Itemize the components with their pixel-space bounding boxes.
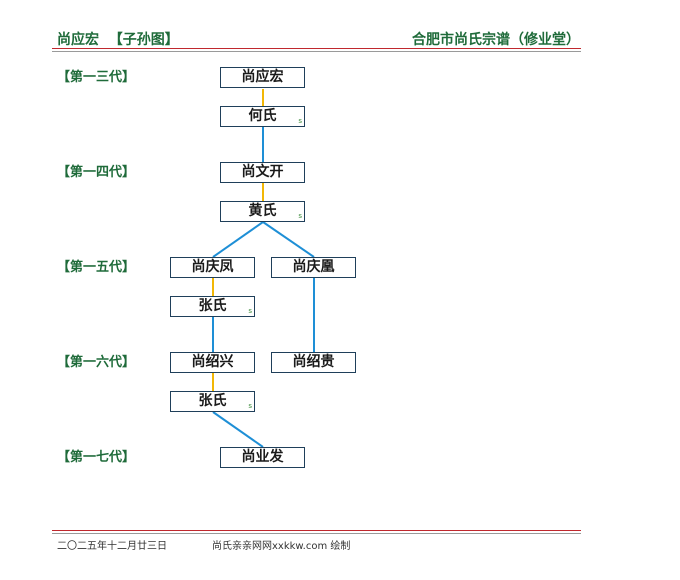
footer-date: 二〇二五年十二月廿三日	[57, 541, 167, 552]
person-box-shang-shaogui[interactable]: 尚绍贵	[271, 352, 356, 373]
person-name: 尚应宏	[241, 69, 284, 85]
footer-credit: 尚氏亲亲网网xxkkw.com 绘制	[212, 541, 351, 552]
spouse-mark: s	[248, 402, 252, 410]
person-name: 尚庆凤	[191, 259, 234, 275]
person-box-shang-qingfeng[interactable]: 尚庆凤	[170, 257, 255, 278]
child-link-p4-p5	[212, 221, 264, 258]
person-box-shang-yefa[interactable]: 尚业发	[220, 447, 305, 468]
person-box-zhang-shi-2[interactable]: 张氏 s	[170, 391, 255, 412]
person-name: 张氏	[198, 298, 227, 314]
person-box-zhang-shi-1[interactable]: 张氏 s	[170, 296, 255, 317]
spouse-mark: s	[248, 307, 252, 315]
person-box-shang-yinghong[interactable]: 尚应宏	[220, 67, 305, 88]
footer-rule-bottom	[52, 533, 581, 534]
child-link-p4-p6	[262, 221, 315, 258]
person-name: 张氏	[198, 393, 227, 409]
person-name: 尚文开	[241, 164, 284, 180]
footer-rule-top	[52, 530, 581, 531]
person-box-shang-wenkai[interactable]: 尚文开	[220, 162, 305, 183]
person-name: 尚绍兴	[191, 354, 234, 370]
person-name: 尚绍贵	[292, 354, 335, 370]
person-box-shang-shaoxing[interactable]: 尚绍兴	[170, 352, 255, 373]
child-link-p10-p11	[212, 411, 264, 448]
person-box-shang-qinghuang[interactable]: 尚庆凰	[271, 257, 356, 278]
spouse-mark: s	[298, 212, 302, 220]
person-name: 黄氏	[248, 203, 277, 219]
person-name: 尚庆凰	[292, 259, 335, 275]
genealogy-title: 合肥市尚氏宗谱（修业堂）	[412, 32, 580, 48]
header-rule-bottom	[52, 51, 581, 52]
generation-label-14: 【第一四代】	[57, 165, 136, 180]
page-title: 尚应宏 【子孙图】	[57, 32, 179, 48]
spouse-mark: s	[298, 117, 302, 125]
generation-label-17: 【第一七代】	[57, 450, 136, 465]
generation-label-13: 【第一三代】	[57, 70, 136, 85]
person-box-he-shi[interactable]: 何氏 s	[220, 106, 305, 127]
person-name: 尚业发	[241, 449, 284, 465]
person-box-huang-shi[interactable]: 黄氏 s	[220, 201, 305, 222]
header-rule-top	[52, 48, 581, 49]
person-name: 何氏	[248, 108, 277, 124]
generation-label-16: 【第一六代】	[57, 355, 136, 370]
generation-label-15: 【第一五代】	[57, 260, 136, 275]
